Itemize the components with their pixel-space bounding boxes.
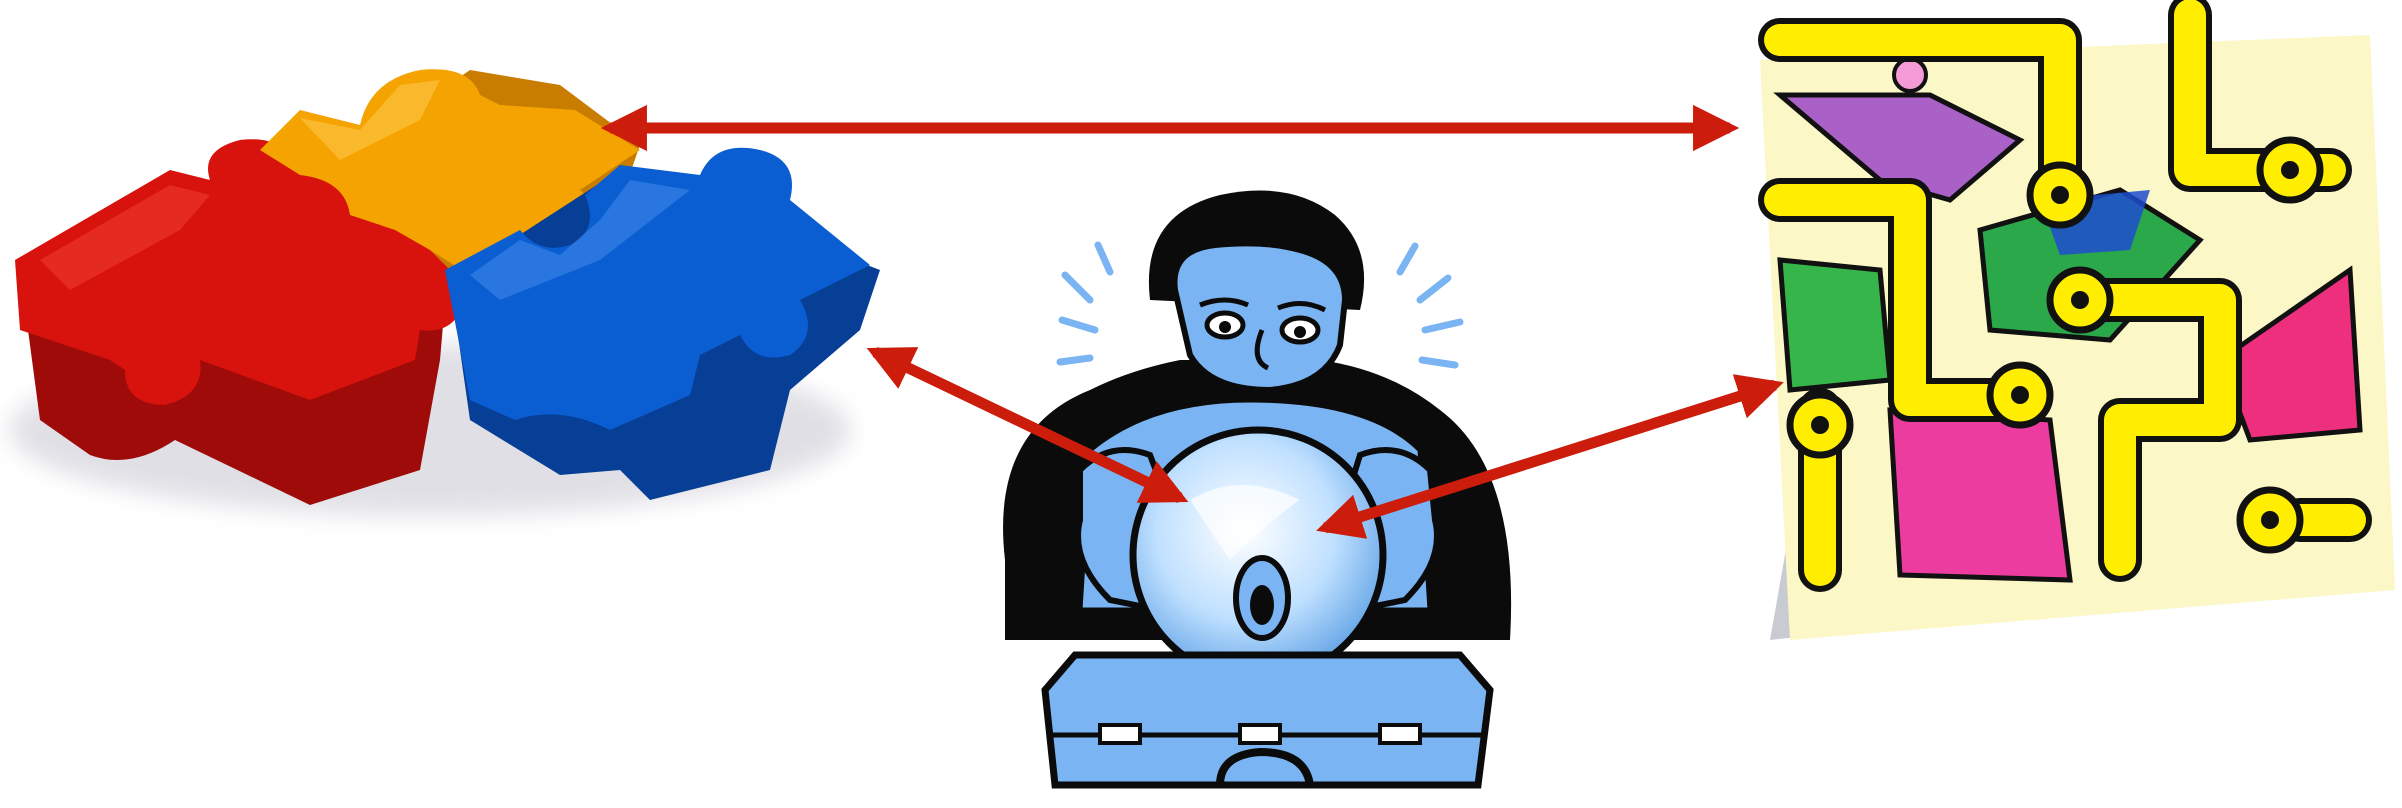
green-left-person bbox=[1780, 260, 1890, 390]
crystal-ball bbox=[1133, 430, 1383, 680]
puzzle-pieces-icon bbox=[10, 69, 880, 515]
magenta-person bbox=[1890, 410, 2070, 580]
people-in-maze-pipes-icon bbox=[1760, 15, 2395, 640]
face bbox=[1175, 243, 1346, 390]
briefcase bbox=[1045, 655, 1490, 785]
